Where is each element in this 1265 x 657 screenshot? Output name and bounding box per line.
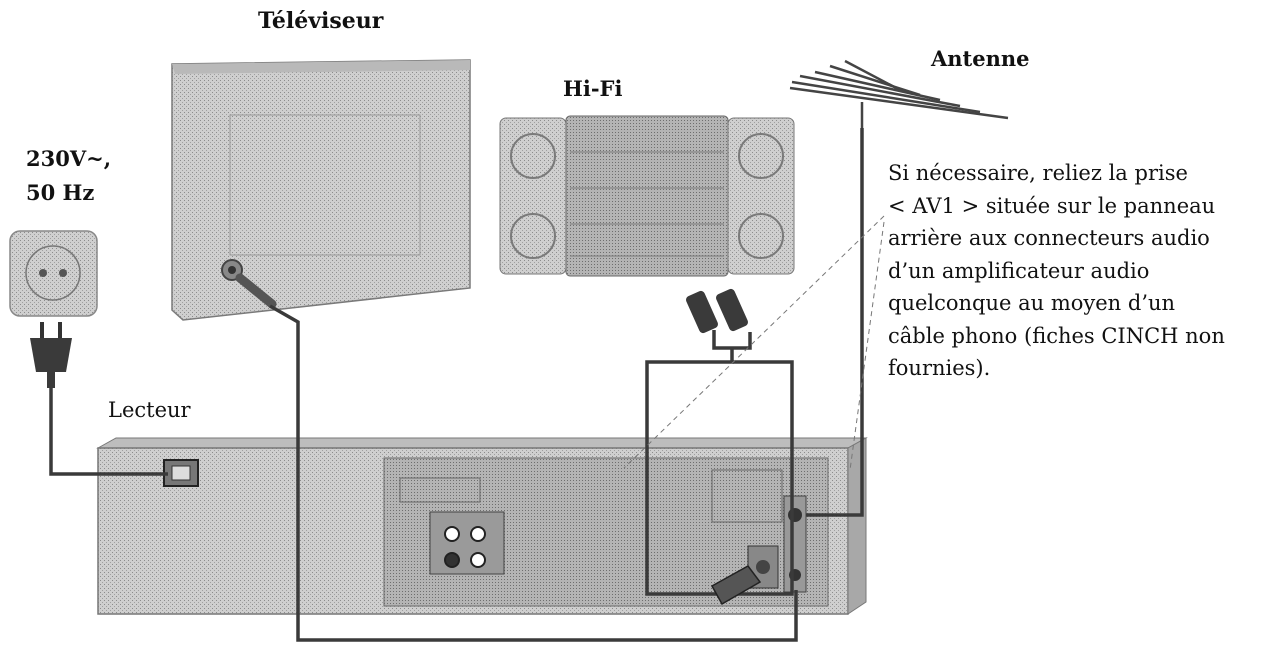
tv-label: Téléviseur	[258, 8, 384, 34]
hifi-label: Hi-Fi	[563, 76, 623, 101]
connection-note: Si nécessaire, reliez la prise < AV1 > s…	[888, 157, 1258, 385]
antenna-label: Antenne	[931, 46, 1030, 71]
note-line: Si nécessaire, reliez la prise	[888, 161, 1188, 185]
power-frequency: 50 Hz	[26, 180, 95, 205]
av1-connector	[429, 511, 505, 575]
antenna	[789, 59, 1009, 128]
power-voltage: 230V~,	[26, 146, 112, 171]
power-spec-label: 230V~, 50 Hz	[26, 142, 111, 210]
power-plug	[30, 322, 72, 388]
tv-antenna-socket	[221, 259, 277, 309]
note-line: < AV1 > située sur le panneau	[888, 193, 1216, 218]
note-line: quelconque au moyen d’un	[888, 291, 1176, 315]
power-cable	[49, 388, 168, 476]
audio-phono-cable	[645, 288, 794, 606]
player-label: Lecteur	[108, 398, 191, 422]
note-line: d’un amplificateur audio	[888, 258, 1150, 283]
note-line: arrière aux connecteurs audio	[888, 226, 1210, 250]
television	[171, 59, 471, 321]
antenna-cable	[806, 128, 864, 517]
callout-leader-lines	[623, 215, 885, 471]
rf-in-connector	[783, 495, 807, 593]
note-line: câble phono (fiches CINCH non	[888, 323, 1225, 348]
note-line: fournies).	[888, 356, 991, 380]
wall-socket	[9, 230, 98, 317]
hifi-system	[499, 115, 795, 277]
rf-cable-to-tv	[269, 304, 798, 642]
power-inlet	[163, 459, 199, 487]
